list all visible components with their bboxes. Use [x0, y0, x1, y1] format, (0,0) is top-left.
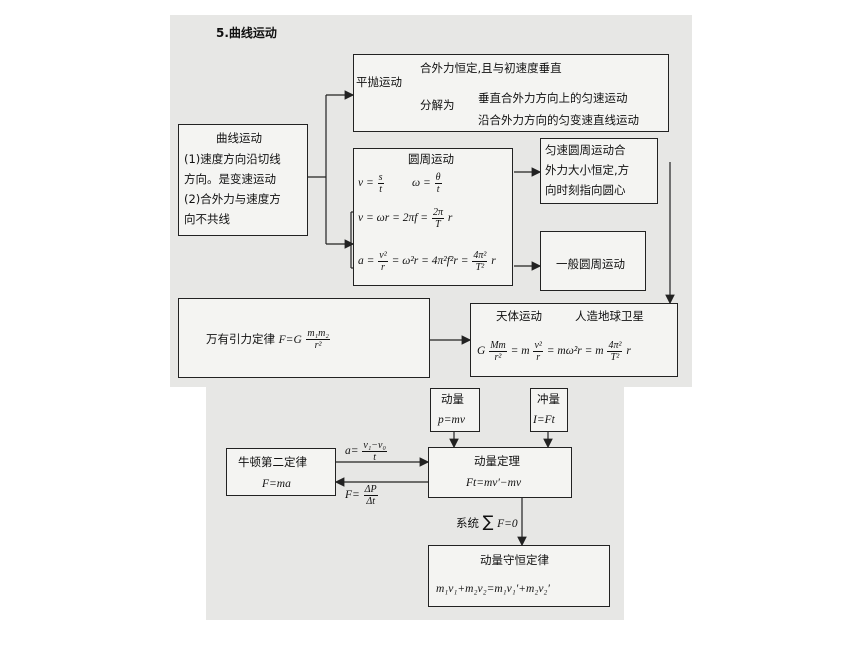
formula-text: v²: [533, 340, 543, 352]
curve-motion-line: 方向。是变速运动: [184, 172, 276, 186]
momentum-theorem-label: 动量定理: [474, 454, 520, 468]
circular-motion-title: 圆周运动: [408, 152, 454, 166]
formula-text: m₁m₂: [306, 328, 330, 340]
formula-text: s: [377, 172, 384, 184]
momentum-theorem-box: [428, 447, 572, 498]
momentum-label: 动量: [441, 392, 464, 406]
formula-text: ΔP: [363, 484, 378, 496]
curve-motion-line: 向不共线: [184, 212, 230, 226]
celestial-title: 天体运动: [496, 309, 542, 323]
formula-text: T²: [475, 262, 485, 273]
formula-text: θ: [434, 172, 442, 184]
general-circular-box: [540, 231, 646, 291]
formula-text: r: [626, 345, 631, 358]
formula-text: F=0: [497, 518, 518, 530]
general-circular-label: 一般圆周运动: [556, 257, 625, 271]
projectile-condition: 合外力恒定,且与初速度垂直: [420, 61, 562, 75]
formula-text: t: [373, 452, 377, 463]
projectile-component: 垂直合外力方向上的匀速运动: [478, 91, 628, 105]
conservation-box: [428, 545, 610, 607]
section-title: 5.曲线运动: [216, 26, 277, 40]
sigma-symbol: ∑: [482, 512, 494, 531]
formula-text: = mω²r = m: [546, 345, 604, 358]
formula-text: v =: [358, 177, 374, 190]
impulse-box: [530, 388, 568, 432]
formula-text: v₁−v₀: [362, 440, 387, 452]
conservation-formula: m₁v₁+m₂v₂=m₁v₁′+m₂v₂′: [436, 583, 550, 595]
formula-text: r: [447, 212, 453, 225]
formula-text: Mm: [489, 340, 507, 352]
momentum-theorem-formula: Ft=mv′−mv: [466, 477, 522, 489]
newton-second-law-formula: F=ma: [262, 478, 291, 490]
formula-text: 4π²: [472, 250, 488, 262]
formula-text: r: [381, 262, 385, 273]
system-condition: 系统 ∑ F=0: [456, 512, 518, 531]
uniform-circular-line: 向时刻指向圆心: [545, 183, 626, 197]
projectile-component: 沿合外力方向的匀变速直线运动: [478, 113, 639, 127]
curve-motion-line: (2)合外力与速度方: [184, 192, 281, 206]
formula-text: T: [435, 219, 441, 230]
uniform-circular-box: [540, 138, 658, 204]
celestial-box: [470, 303, 678, 377]
curve-motion-title: 曲线运动: [216, 131, 262, 145]
curve-motion-line: (1)速度方向沿切线: [184, 152, 281, 166]
system-label: 系统: [456, 516, 479, 530]
formula-text: r: [536, 352, 541, 363]
formula-text: 2π: [431, 207, 444, 219]
formula-text: t: [436, 184, 440, 195]
formula-text: F=G: [278, 334, 302, 346]
formula-text: Δt: [366, 496, 375, 507]
formula-text: = m: [510, 345, 530, 358]
newton-second-law-box: [226, 448, 336, 496]
uniform-circular-line: 匀速圆周运动合: [545, 143, 626, 157]
circular-motion-box: [353, 148, 513, 286]
impulse-formula: I=Ft: [533, 414, 555, 426]
formula-text: r²: [314, 340, 322, 351]
gravitation-label-text: 万有引力定律: [206, 332, 275, 346]
curve-motion-box: [178, 124, 308, 236]
impulse-label: 冲量: [537, 392, 560, 406]
satellite-title: 人造地球卫星: [575, 309, 644, 323]
conservation-label: 动量守恒定律: [480, 553, 549, 567]
gravitation-box: [178, 298, 430, 378]
momentum-formula: p=mv: [438, 414, 465, 426]
formula-text: G: [477, 345, 486, 358]
formula-text: r: [491, 255, 496, 268]
formula-text: a=: [345, 445, 359, 458]
newton-second-law-label: 牛顿第二定律: [238, 455, 307, 469]
formula-text: F=: [345, 489, 360, 502]
projectile-box: [353, 54, 669, 132]
projectile-label: 平抛运动: [356, 75, 402, 89]
uniform-circular-line: 外力大小恒定,方: [545, 163, 630, 177]
formula-text: = ω²r = 4π²f²r =: [391, 255, 469, 268]
formula-text: a =: [358, 255, 375, 268]
formula-text: 4π²: [607, 340, 623, 352]
formula-text: t: [379, 184, 382, 195]
formula-text: v²: [378, 250, 388, 262]
formula-text: r²: [494, 352, 502, 363]
momentum-box: [430, 388, 480, 432]
formula-text: v = ωr = 2πf =: [358, 212, 429, 225]
formula-text: T²: [610, 352, 620, 363]
formula-text: ω =: [412, 177, 431, 190]
projectile-decompose: 分解为: [420, 98, 455, 112]
